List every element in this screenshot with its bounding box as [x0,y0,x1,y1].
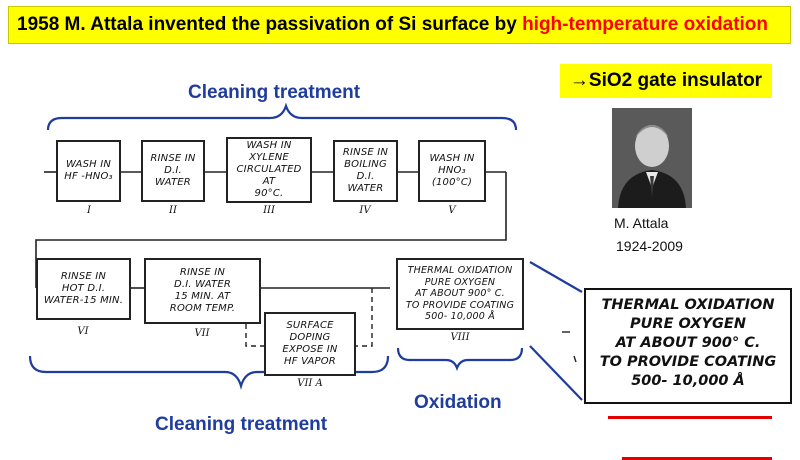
step-numeral: III [263,205,275,216]
label-oxidation: Oxidation [414,392,502,413]
step-text: RINSE IN HOT D.I. WATER-15 MIN. [43,271,124,306]
step-box-ii: RINSE IN D.I. WATER [141,140,205,202]
step-text: RINSE IN D.I. WATER [150,153,196,188]
step-text: WASH IN HF -HNO₃ [64,159,113,182]
zoom-inset: THERMAL OXIDATION PURE OXYGEN AT ABOUT 9… [584,288,792,460]
zoom-underline-1 [608,416,772,419]
step-box-vii-a: SURFACE DOPING EXPOSE IN HF VAPOR [264,312,356,376]
step-text: RINSE IN BOILING D.I. WATER [342,147,389,194]
step-box-vii: RINSE IN D.I. WATER 15 MIN. AT ROOM TEMP… [144,258,261,324]
step-text: RINSE IN D.I. WATER 15 MIN. AT ROOM TEMP… [169,267,236,314]
step-box-iv: RINSE IN BOILING D.I. WATER [333,140,398,202]
step-numeral: IV [359,205,371,216]
zoom-line: THERMAL OXIDATION [601,297,775,313]
person-name: M. Attala [614,215,669,231]
title-highlight: high-temperature oxidation [522,14,769,35]
step-numeral: V [448,205,456,216]
zoom-line: PURE OXYGEN [630,316,746,332]
slide-title: 1958 M. Attala invented the passivation … [8,6,791,44]
brace-bottom [28,355,390,390]
step-box-i: WASH IN HF -HNO₃ [56,140,121,202]
step-text: WASH IN XYLENE CIRCULATED AT 90°C. [236,140,302,199]
step-box-v: WASH IN HNO₃ (100°C) [418,140,486,202]
portrait-photo [612,108,692,208]
step-numeral: I [87,205,91,216]
step-box-iii: WASH IN XYLENE CIRCULATED AT 90°C. [226,137,312,203]
step-numeral: II [169,205,177,216]
zoom-line: AT ABOUT 900° C. [615,335,761,351]
label-cleaning-top: Cleaning treatment [188,82,361,103]
step-numeral: VII A [297,378,323,389]
brace-top [46,102,518,131]
step-text: SURFACE DOPING EXPOSE IN HF VAPOR [282,320,338,367]
step-numeral: VI [77,326,89,337]
zoom-line: TO PROVIDE COATING [599,354,777,370]
step-box-viii: THERMAL OXIDATION PURE OXYGEN AT ABOUT 9… [396,258,524,330]
sio2-callout: →SiO2 gate insulator [560,64,772,98]
label-cleaning-bottom: Cleaning treatment [155,414,328,435]
zoom-line: 500- 10,000 Å [631,373,745,389]
person-years: 1924-2009 [616,238,683,254]
brace-oxidation [396,347,524,372]
portrait-icon [612,108,692,208]
step-numeral: VII [194,328,210,339]
step-text: THERMAL OXIDATION PURE OXYGEN AT ABOUT 9… [405,265,515,323]
step-box-vi: RINSE IN HOT D.I. WATER-15 MIN. [36,258,131,320]
step-numeral: VIII [450,332,470,343]
title-prefix: 1958 M. Attala invented the passivation … [17,14,523,35]
step-text: WASH IN HNO₃ (100°C) [429,153,475,188]
